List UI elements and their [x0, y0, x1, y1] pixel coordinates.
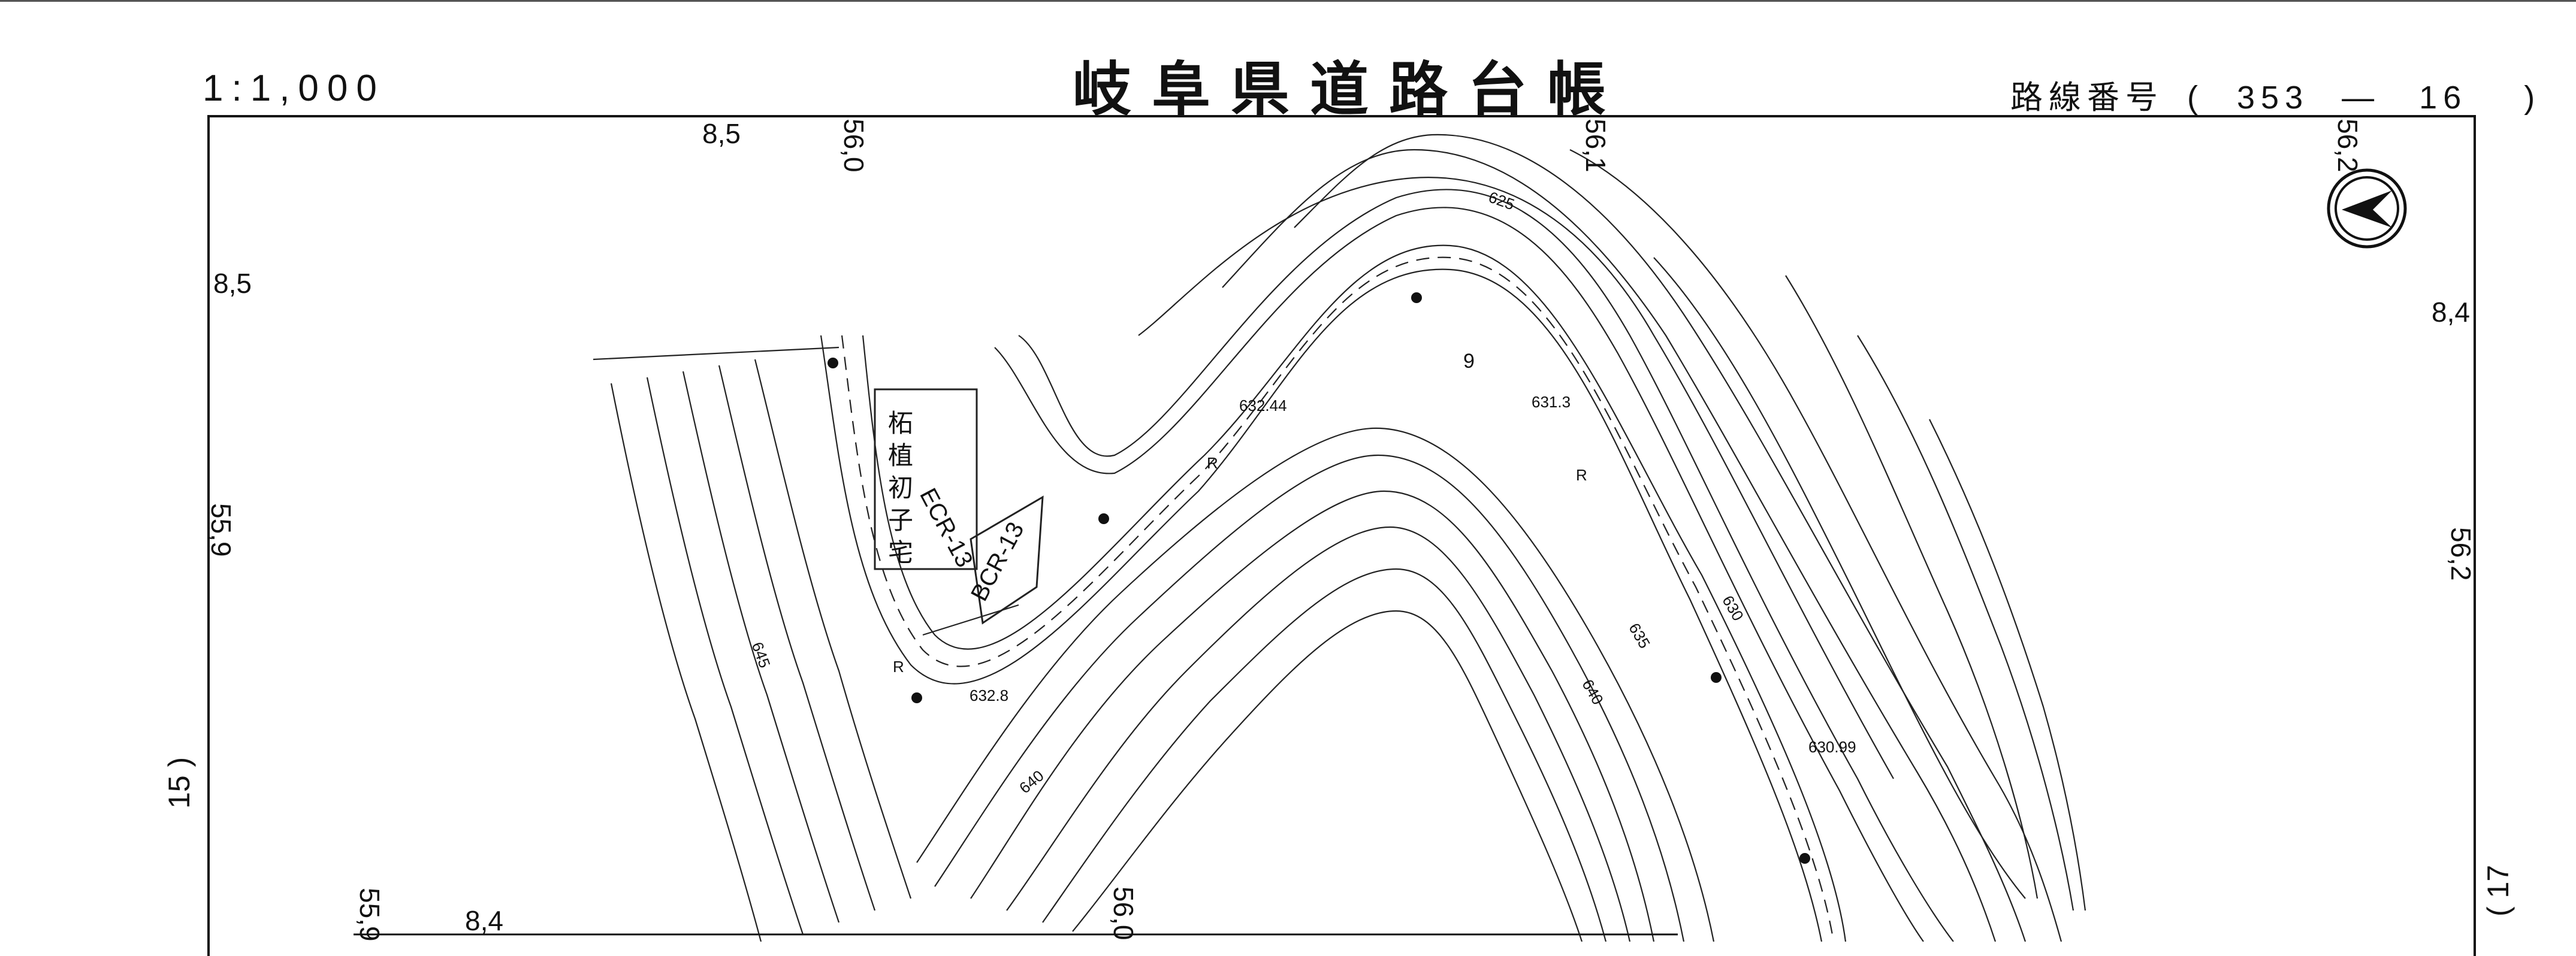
map-frame: [207, 115, 2476, 956]
map-scale: 1:1,000: [203, 68, 385, 109]
elevation-label: 632.8: [970, 686, 1009, 704]
map-title: 岐阜県道路台帳: [1073, 56, 1627, 124]
survey-point: [1411, 292, 1422, 303]
previous-sheet-ref: 15 ): [162, 757, 196, 809]
road-marker: R: [1576, 466, 1587, 484]
elevation-label: 630.99: [1808, 738, 1856, 756]
road-edge-outer: [820, 268, 1823, 942]
edge-label: 8,4: [2432, 297, 2470, 328]
north-arrow-icon: [2325, 167, 2409, 250]
edge-label: 56,1: [1580, 119, 1611, 173]
survey-point: [911, 692, 922, 703]
edge-label: 56,2: [2332, 119, 2363, 173]
route-sheet: 16: [2419, 80, 2468, 116]
route-open-paren: (: [2187, 80, 2204, 116]
elevation-label: 631.3: [1532, 393, 1571, 411]
house-label: 柘植初子宅: [887, 409, 913, 567]
route-number-block: 路線番号 ( 353 — 16 ): [2010, 71, 2541, 118]
survey-point: [828, 358, 838, 368]
next-sheet-ref: ( 17: [2481, 864, 2515, 916]
route-label: 路線番号: [2010, 80, 2164, 116]
edge-label: 8,4: [465, 905, 503, 936]
house-outline: [874, 388, 978, 570]
elevation-label: 632.44: [1239, 397, 1287, 415]
road-centerline: [841, 256, 1835, 942]
edge-label: 56,0: [1108, 887, 1139, 940]
top-border-line: [0, 0, 2576, 2]
edge-label: 8,5: [213, 268, 252, 299]
road-edge-inner: [862, 244, 1847, 942]
road-marker: R: [1207, 454, 1218, 472]
survey-point: [1098, 513, 1109, 524]
road-marker: 9: [1463, 350, 1475, 373]
edge-label: 56,0: [838, 119, 869, 173]
survey-point: [1799, 853, 1810, 864]
survey-point: [1711, 672, 1722, 683]
edge-label: 55,9: [206, 503, 237, 557]
route-dash: —: [2342, 80, 2381, 116]
route-close-paren: ): [2524, 80, 2541, 116]
road-marker: R: [893, 658, 904, 676]
edge-label: 8,5: [702, 118, 741, 149]
route-number: 353: [2237, 80, 2309, 116]
edge-label: 55,9: [354, 888, 385, 942]
edge-label: 56,2: [2445, 527, 2477, 581]
